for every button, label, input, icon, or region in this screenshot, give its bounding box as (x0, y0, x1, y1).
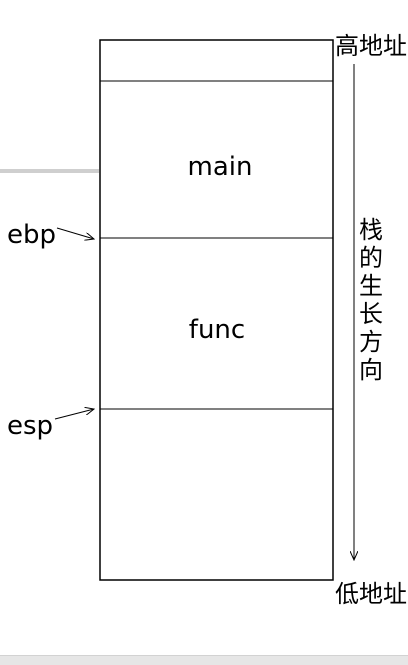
high-address-label: 高地址 (335, 32, 407, 60)
low-address-label: 低地址 (335, 580, 407, 608)
main-frame-label: main (188, 152, 253, 182)
esp-label: esp (7, 411, 53, 441)
ebp-arrow (56, 227, 94, 239)
stack-box (99, 39, 334, 581)
growth-direction-char: 的 (359, 244, 383, 272)
growth-direction-char: 栈 (359, 216, 383, 244)
growth-direction-char: 生 (359, 272, 383, 300)
growth-direction-char: 长 (359, 300, 383, 328)
esp-arrow (54, 409, 94, 420)
bottom-scrollbar-strip (0, 655, 408, 665)
growth-direction-char: 方 (359, 328, 383, 356)
func-frame-label: func (189, 315, 245, 345)
growth-direction-char: 向 (359, 356, 383, 384)
ebp-label: ebp (7, 220, 56, 250)
left-gray-line (0, 169, 99, 173)
